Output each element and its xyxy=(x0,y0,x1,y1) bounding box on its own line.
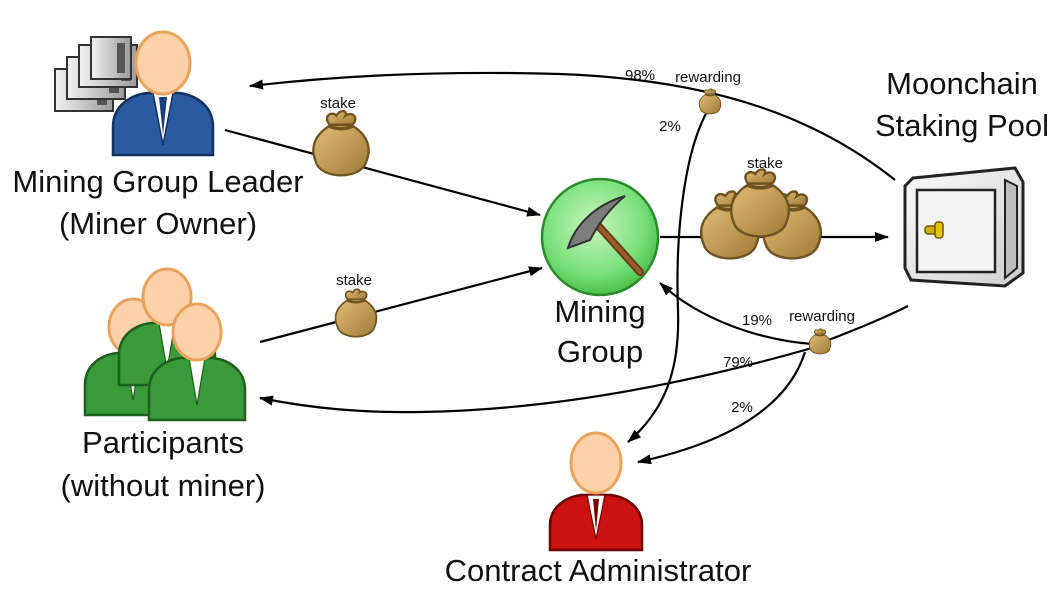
money-bag-icon xyxy=(311,109,371,178)
leader-stake-label: stake xyxy=(320,95,356,112)
safe-icon xyxy=(903,166,1025,288)
arrow-pool-to-leader xyxy=(249,71,896,181)
arrow-reward-to-admin-top xyxy=(627,109,709,443)
bottom-pct-participants-label: 79% xyxy=(723,354,753,371)
participants-stake-label: stake xyxy=(336,272,372,289)
leader-label-line1: Mining Group Leader xyxy=(12,164,303,199)
staking-pool-label-line1: Moonchain xyxy=(886,66,1038,101)
bottom-pct-group-label: 19% xyxy=(742,312,772,329)
leader-avatar-icon xyxy=(111,30,215,157)
participants-avatar-icon xyxy=(83,267,247,422)
arrow-participants-to-group xyxy=(259,266,543,344)
leader-label-line2: (Miner Owner) xyxy=(59,206,257,241)
top-pct-admin-label: 2% xyxy=(659,118,681,135)
money-bag-icon xyxy=(808,328,832,355)
participants-label-line1: Participants xyxy=(82,425,244,460)
bottom-pct-admin-label: 2% xyxy=(731,399,753,416)
arrow-reward-to-participants xyxy=(259,346,813,414)
money-bag-icon xyxy=(698,88,722,115)
server-rack-icon xyxy=(54,36,138,112)
admin-avatar-icon xyxy=(548,431,644,552)
arrow-leader-to-group xyxy=(224,128,541,217)
mining-group-label-line1: Mining xyxy=(554,294,645,329)
bottom-rewarding-label: rewarding xyxy=(789,308,855,325)
top-rewarding-label: rewarding xyxy=(675,69,741,86)
money-bag-icon xyxy=(334,288,378,338)
mining-group-node xyxy=(540,177,660,297)
top-pct-leader-label: 98% xyxy=(625,67,655,84)
money-bag-icon xyxy=(699,167,823,261)
participants-label-line2: (without miner) xyxy=(61,468,266,503)
pickaxe-icon xyxy=(566,195,644,276)
admin-label: Contract Administrator xyxy=(445,553,752,588)
arrow-reward-to-group xyxy=(659,282,813,346)
arrow-reward-to-admin-bottom xyxy=(637,351,807,465)
staking-pool-label-line2: Staking Pool xyxy=(875,108,1049,143)
group-stake-label: stake xyxy=(747,155,783,172)
mining-group-label-line2: Group xyxy=(557,334,643,369)
